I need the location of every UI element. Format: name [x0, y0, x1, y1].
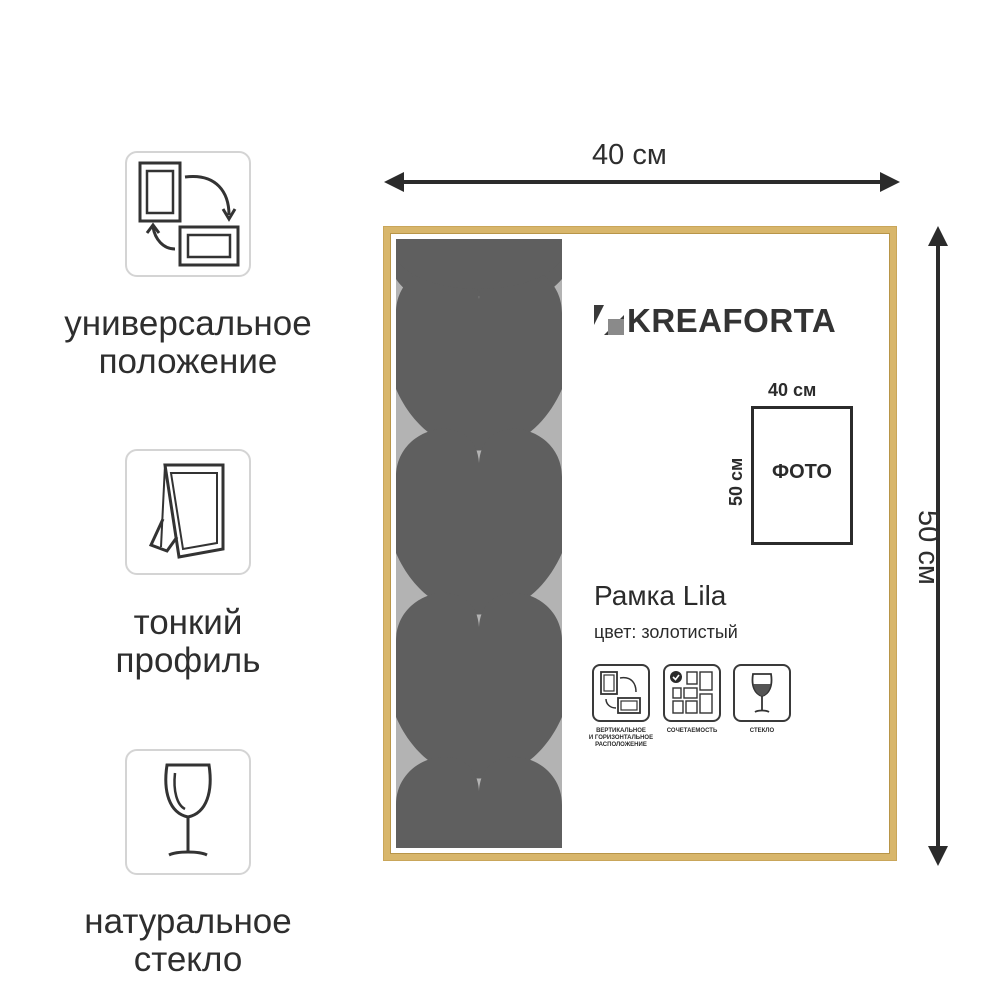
glass-icon	[751, 673, 773, 713]
mini-icon-box-gallery	[663, 664, 721, 722]
photo-placeholder-box: ФОТО	[751, 406, 853, 545]
height-dimension-arrow	[928, 226, 948, 866]
orientation-swap-icon	[138, 161, 240, 267]
width-dimension-label: 40 см	[592, 139, 667, 171]
leaf-pattern-graphic	[396, 239, 562, 848]
product-name: Рамка Lila	[594, 580, 727, 611]
feature-icon-box-glass	[125, 749, 251, 875]
feature-label-line: натуральное	[84, 902, 292, 941]
mini-caption-line: ВЕРТИКАЛЬНОЕ	[596, 728, 646, 734]
mini-caption-line: РАСПОЛОЖЕНИЕ	[595, 742, 647, 748]
thin-profile-frame-icon	[148, 463, 225, 559]
wine-glass-icon	[164, 763, 212, 857]
feature-label-line: тонкий	[133, 603, 243, 642]
feature-label-line: универсальное	[64, 304, 312, 343]
kreaforta-logo-icon	[594, 305, 624, 335]
feature-icon-box-orientation	[125, 151, 251, 277]
gallery-wall-icon	[670, 671, 713, 714]
feature-label-line: стекло	[133, 940, 243, 979]
orientation-icon	[600, 671, 641, 714]
mini-caption-orientation: ВЕРТИКАЛЬНОЕ И ГОРИЗОНТАЛЬНОЕ РАСПОЛОЖЕН…	[580, 728, 662, 749]
feature-label-line: положение	[98, 342, 278, 381]
mini-icon-box-glass	[733, 664, 791, 722]
decorative-pattern-panel	[396, 239, 562, 848]
feature-icon-box-thin-profile	[125, 449, 251, 575]
product-color: цвет: золотистый	[594, 622, 738, 642]
feature-label-glass: натуральное стекло	[0, 903, 376, 979]
photo-height-label: 50 см	[726, 457, 746, 506]
feature-label-orientation: универсальное положение	[0, 305, 376, 381]
brand-name: KREAFORTA	[627, 302, 837, 339]
mini-caption-gallery: СОЧЕТАЕМОСТЬ	[666, 728, 718, 734]
feature-label-thin-profile: тонкий профиль	[0, 604, 376, 680]
photo-width-label: 40 см	[768, 380, 817, 400]
mini-caption-line: И ГОРИЗОНТАЛЬНОЕ	[588, 735, 654, 741]
width-dimension-arrow	[384, 172, 900, 192]
photo-placeholder-label: ФОТО	[772, 461, 832, 483]
feature-label-line: профиль	[115, 641, 261, 680]
height-dimension-label: 50 см	[912, 510, 944, 585]
mini-icon-box-orientation	[592, 664, 650, 722]
mini-caption-glass: СТЕКЛО	[749, 728, 775, 734]
